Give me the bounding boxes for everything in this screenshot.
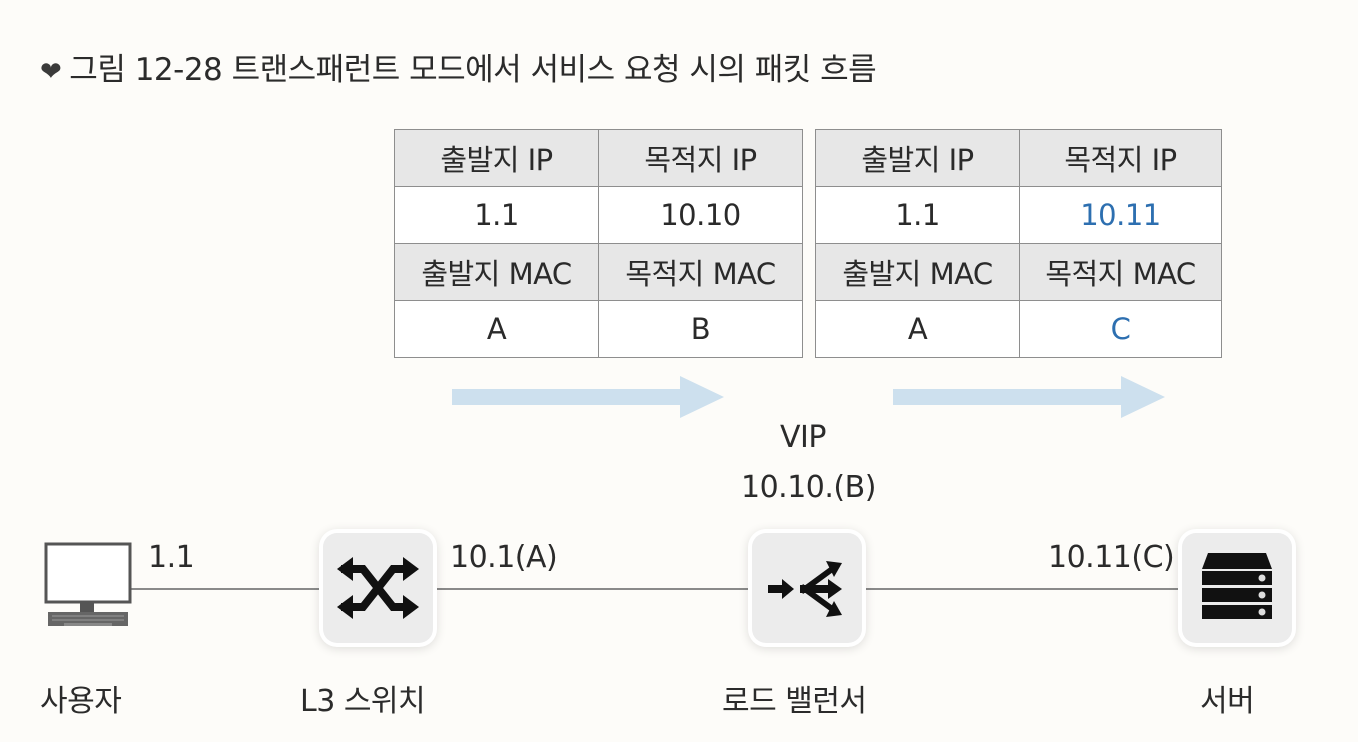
switch-arrows-icon: [337, 557, 419, 619]
src-ip-value: 1.1: [394, 186, 599, 244]
dst-mac-value-changed: C: [1019, 300, 1222, 358]
dst-mac-header: 목적지 MAC: [598, 243, 803, 301]
packet-table-before: 출발지 IP 목적지 IP 1.1 10.10 출발지 MAC 목적지 MAC …: [394, 129, 803, 358]
flow-arrow-icon: [893, 376, 1165, 418]
server-tile: [1182, 533, 1292, 643]
packet-table-after: 출발지 IP 목적지 IP 1.1 10.11 출발지 MAC 목적지 MAC …: [815, 129, 1222, 358]
server-name: 서버: [1200, 684, 1255, 719]
link-user-switch: [130, 588, 324, 590]
link-switch-lb: [432, 588, 754, 590]
src-mac-header: 출발지 MAC: [394, 243, 599, 301]
dst-mac-value: B: [598, 300, 803, 358]
src-mac-header: 출발지 MAC: [815, 243, 1020, 301]
server-icon: [1202, 553, 1272, 619]
load-balancer-name: 로드 밸런서: [722, 684, 867, 719]
dst-ip-header: 목적지 IP: [1019, 129, 1222, 187]
switch-name: L3 스위치: [300, 684, 426, 719]
switch-address: 10.1(A): [450, 540, 558, 575]
chevron-down-icon: ❤: [40, 57, 62, 87]
figure-title: ❤그림 12-28 트랜스패런트 모드에서 서비스 요청 시의 패킷 흐름: [40, 44, 877, 89]
dst-ip-header: 목적지 IP: [598, 129, 803, 187]
src-ip-header: 출발지 IP: [815, 129, 1020, 187]
src-mac-value: A: [394, 300, 599, 358]
flow-arrow-icon: [452, 376, 724, 418]
src-mac-value: A: [815, 300, 1020, 358]
vip-label: VIP: [780, 420, 826, 455]
src-ip-value: 1.1: [815, 186, 1020, 244]
src-ip-header: 출발지 IP: [394, 129, 599, 187]
dst-mac-header: 목적지 MAC: [1019, 243, 1222, 301]
dst-ip-value: 10.10: [598, 186, 803, 244]
figure-title-text: 그림 12-28 트랜스패런트 모드에서 서비스 요청 시의 패킷 흐름: [69, 52, 877, 88]
computer-icon: [44, 542, 132, 626]
dst-ip-value-changed: 10.11: [1019, 186, 1222, 244]
switch-tile: [323, 533, 433, 643]
load-balancer-icon: [768, 561, 842, 617]
user-address: 1.1: [148, 540, 195, 575]
user-name: 사용자: [40, 684, 122, 719]
vip-address: 10.10.(B): [741, 470, 876, 505]
link-lb-server: [862, 588, 1184, 590]
server-address: 10.11(C): [1048, 540, 1175, 575]
load-balancer-tile: [752, 533, 862, 643]
